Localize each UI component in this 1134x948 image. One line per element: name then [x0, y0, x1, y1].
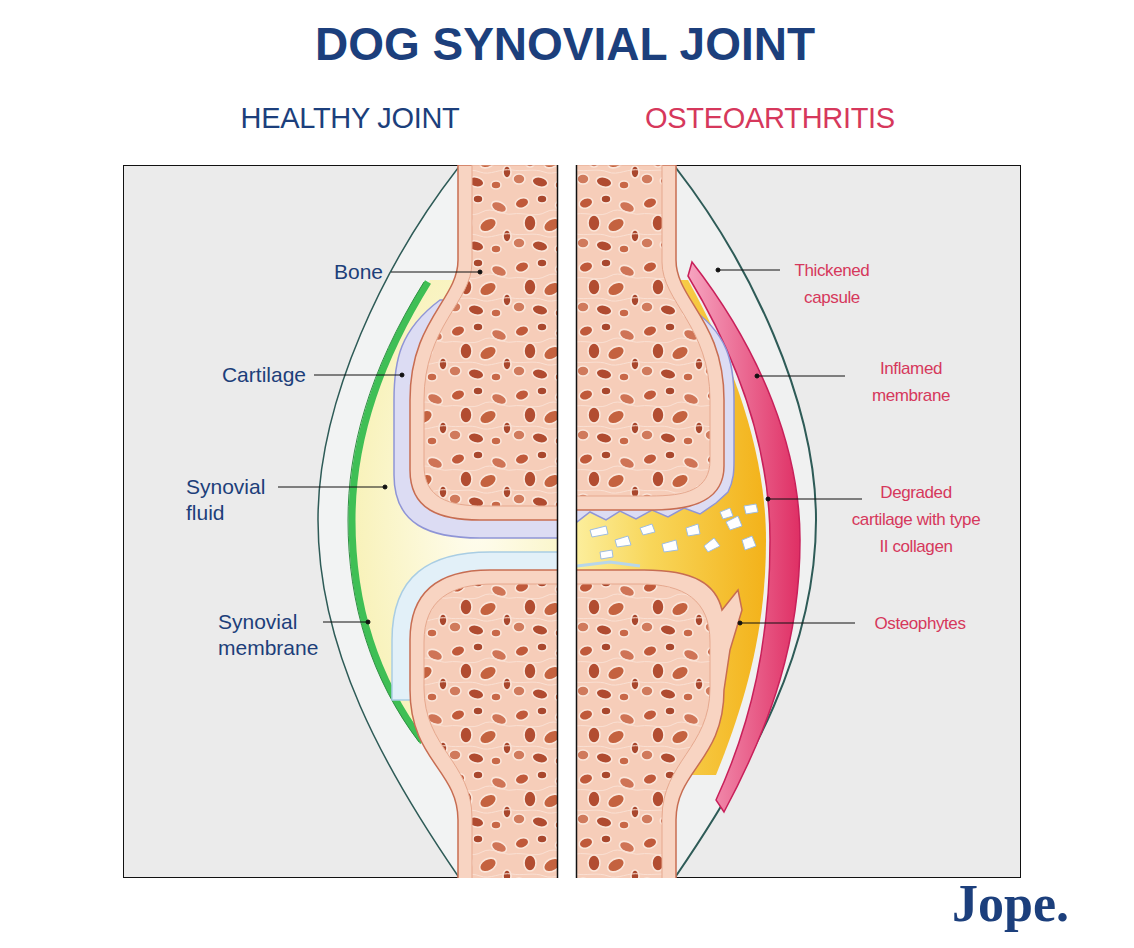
- leader-line: [768, 499, 862, 500]
- part-label: Synovial fluid: [186, 474, 281, 526]
- leader-line: [391, 272, 480, 273]
- part-label: Thickened capsule: [776, 257, 888, 311]
- part-label: Bone: [273, 259, 383, 285]
- leader-line: [323, 622, 368, 623]
- cartilage-fragments: [590, 504, 758, 559]
- section-heading: HEALTHY JOINT: [190, 100, 510, 136]
- bone: [410, 570, 557, 878]
- section-heading: OSTEOARTHRITIS: [610, 100, 930, 136]
- panel: [124, 166, 1021, 878]
- leader-line: [740, 623, 855, 624]
- part-label: Inflamed membrane: [855, 355, 967, 409]
- bone-with-osteophyte: [577, 570, 742, 878]
- leader-lines: [278, 268, 862, 625]
- leader-dot: [400, 373, 404, 377]
- bone: [577, 165, 724, 510]
- bone: [424, 584, 557, 878]
- osteoarthritis-joint: [577, 165, 816, 878]
- leader-dot: [383, 485, 387, 489]
- part-label: Synovial membrane: [218, 609, 330, 661]
- cartilage-remnant: [577, 562, 640, 566]
- bone: [410, 165, 557, 520]
- bone: [577, 165, 710, 496]
- brand-logo: Jope.: [952, 874, 1069, 934]
- bone: [577, 584, 710, 878]
- leader-line: [314, 375, 402, 376]
- part-label: Degraded cartilage with type II collagen: [850, 479, 982, 560]
- leader-dot: [366, 620, 370, 624]
- part-label: Cartilage: [196, 362, 306, 388]
- leader-dot: [478, 270, 482, 274]
- part-label: Osteophytes: [864, 610, 976, 637]
- leader-dot: [755, 374, 759, 378]
- leader-dot: [716, 268, 720, 272]
- divider-line: [557, 165, 559, 878]
- leader-line: [757, 376, 845, 377]
- divider: [557, 165, 577, 878]
- diagram-title: DOG SYNOVIAL JOINT: [0, 16, 1132, 72]
- bone: [424, 165, 557, 506]
- divider-line: [576, 165, 578, 878]
- leader-dot: [738, 621, 742, 625]
- leader-line: [718, 270, 780, 271]
- leader-dot: [766, 497, 770, 501]
- leader-line: [278, 487, 385, 488]
